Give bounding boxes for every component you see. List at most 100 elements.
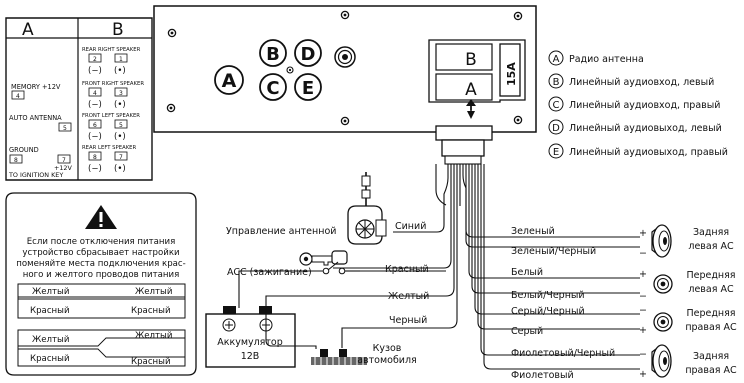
rca-jack-b: B (259, 39, 287, 67)
main-connector-block: B A 15A (428, 39, 526, 103)
minus-sign: (−) (88, 66, 102, 76)
warning-line: устройство сбрасывает настройки (22, 248, 179, 258)
warning-line: ного и желтого проводов питания (23, 270, 180, 280)
legend-text: Линейный аудиовход, правый (569, 100, 720, 111)
memory-label: MEMORY +12V (11, 83, 61, 91)
screw-icon (340, 116, 350, 126)
screw-icon (286, 66, 294, 74)
speaker-icon (651, 344, 672, 378)
legend-text: Линейный аудиовыход, левый (569, 123, 722, 134)
pin-number: 2 (93, 56, 97, 63)
chassis-label-2: автомобиля (357, 355, 417, 366)
plus-sign: (•) (114, 132, 126, 142)
wire-sign: − (639, 291, 647, 302)
pin-number: 8 (93, 154, 97, 161)
pin-box (114, 53, 128, 63)
speaker-icon (653, 274, 673, 294)
rca-jack-c: C (259, 73, 287, 101)
wire-label: Белый (511, 267, 543, 278)
table-cell: Желтый (135, 331, 172, 341)
pin-box (88, 119, 102, 129)
legend-text: Радио антенна (569, 54, 644, 65)
speaker-group: REAR LEFT SPEAKER 8 7 (−) (•) (82, 145, 137, 174)
wire-label: Зеленый/Черный (511, 246, 596, 257)
legend-item: E Линейный аудиовыход, правый (548, 143, 728, 159)
wire-label: Серый/Черный (511, 306, 585, 317)
wire-label: Серый (511, 326, 543, 337)
pin-number: 1 (119, 56, 123, 63)
connector-pinout-panel: A B MEMORY +12V 4 AUTO ANTENNA 5 GROUND … (5, 17, 153, 181)
speaker-label: левая АС (688, 241, 734, 252)
minus-sign: (−) (88, 132, 102, 142)
battery-icon: Аккумулятор 12В (205, 306, 296, 368)
legend-key: D (552, 123, 560, 134)
speaker-group-title: FRONT LEFT SPEAKER (82, 113, 140, 119)
legend-item: C Линейный аудиовход, правый (548, 96, 720, 112)
table-cell: Красный (131, 357, 171, 367)
ground-pin: 8 (14, 157, 18, 164)
legend-key: A (553, 54, 560, 65)
rca-jack-e: E (294, 73, 322, 101)
legend: A Радио антенна B Линейный аудиовход, ле… (548, 50, 728, 159)
screw-icon (513, 115, 523, 125)
legend-key: E (553, 147, 559, 158)
memory-pin-box (11, 90, 25, 100)
speaker-wire-labels: Зеленый + Зеленый/Черный − Белый + Белый… (511, 226, 647, 381)
speaker-group-title: REAR RIGHT SPEAKER (82, 47, 141, 53)
wire-label: Зеленый (511, 226, 555, 237)
wire-label: Белый/Черный (511, 290, 585, 301)
wire-sign: + (639, 325, 647, 336)
pin-box (88, 151, 102, 161)
wire-red-label: Красный (385, 264, 429, 275)
speaker-group: REAR RIGHT SPEAKER 2 1 (−) (•) (82, 47, 141, 76)
minus-sign: (−) (88, 100, 102, 110)
svg-text:E: E (302, 78, 314, 99)
ignition-key-icon (299, 250, 348, 266)
speaker-label: Задняя (693, 351, 729, 362)
svg-text:D: D (301, 44, 316, 65)
connector-a-slot: A (465, 80, 477, 100)
legend-text: Линейный аудиовыход, правый (569, 147, 728, 158)
table-cell: Красный (30, 354, 70, 364)
warning-line: Если после отключения питания (27, 237, 176, 247)
pin-box (114, 87, 128, 97)
chassis-ground-icon (265, 308, 367, 365)
wire-label: Фиолетовый/Черный (511, 348, 615, 359)
speaker-group-title: FRONT RIGHT SPEAKER (82, 81, 144, 87)
pin-number: 6 (93, 122, 97, 129)
legend-text: Линейный аудиовход, левый (569, 77, 714, 88)
svg-text:B: B (266, 44, 280, 65)
wire-yellow-label: Желтый (388, 291, 429, 302)
fuse-rating: 15A (505, 62, 518, 86)
antenna-control-label: Управление антенной (226, 226, 336, 237)
speaker-pin-groups: REAR RIGHT SPEAKER 2 1 (−) (•) FRONT RIG… (82, 47, 144, 174)
legend-key: B (553, 77, 560, 88)
ignition-pin-box (57, 154, 71, 164)
wire-sign: + (639, 269, 647, 280)
auto-antenna-label: AUTO ANTENNA (9, 114, 62, 122)
wire-sign: + (639, 369, 647, 380)
wire-blue-label: Синий (395, 221, 426, 232)
wire-table-straight: Желтый Желтый Красный Красный (17, 283, 186, 319)
plus-sign: (•) (114, 164, 126, 174)
minus-sign: (−) (88, 164, 102, 174)
table-cell: Желтый (32, 287, 69, 297)
connector-b-slot: B (465, 50, 477, 70)
memory-pin: 4 (16, 93, 20, 100)
table-cell: Красный (131, 306, 171, 316)
speaker-group-title: REAR LEFT SPEAKER (82, 145, 137, 151)
speaker-label: правая АС (685, 365, 737, 376)
speaker-label: Задняя (693, 227, 729, 238)
antenna-jack: A (214, 65, 244, 95)
pin-box (88, 87, 102, 97)
pin-number: 4 (93, 90, 97, 97)
speaker-label: правая АС (685, 322, 737, 333)
legend-item: D Линейный аудиовыход, левый (548, 119, 722, 135)
speaker-icon (653, 312, 673, 332)
battery-label: Аккумулятор (217, 337, 283, 348)
pin-number: 3 (119, 90, 123, 97)
ground-pin-box (9, 154, 23, 164)
wire-table-crossed: Желтый Желтый Красный Красный (17, 329, 186, 367)
acc-switch-icon (238, 261, 446, 308)
